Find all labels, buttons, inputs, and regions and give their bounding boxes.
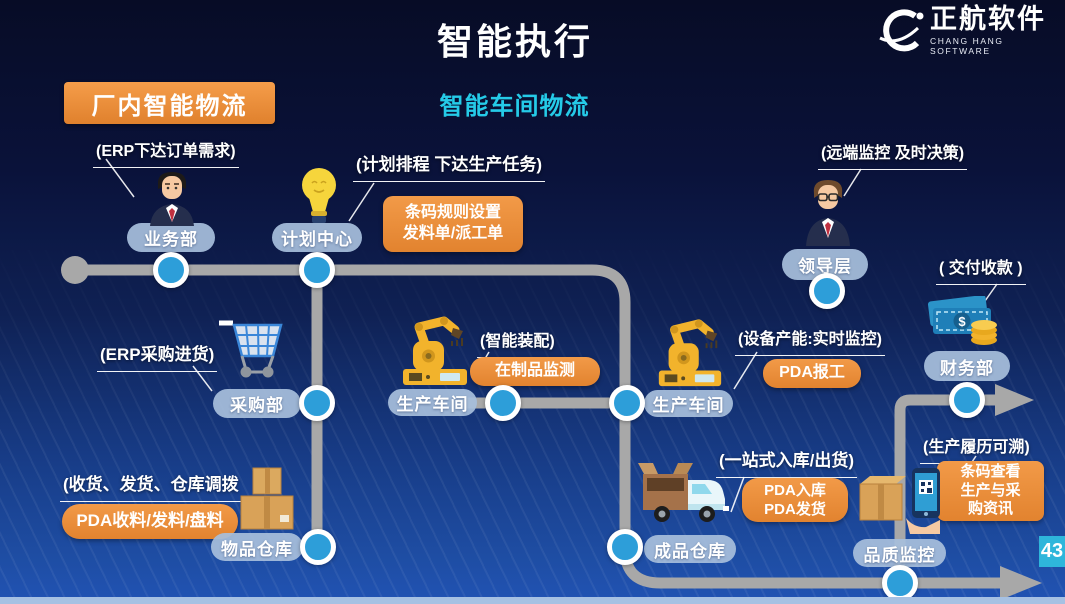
page-number-badge: 43 — [1039, 536, 1065, 567]
leader-icon — [799, 176, 857, 246]
note-smart-assembly: (智能装配) — [477, 327, 558, 358]
node-workshop-2 — [609, 385, 645, 421]
box-barcode-rules: 条码规则设置 发料单/派工单 — [383, 196, 523, 252]
factory-logistics-badge: 厂内智能物流 — [64, 82, 275, 124]
node-finished-warehouse — [607, 529, 643, 565]
boxes-icon — [236, 465, 300, 531]
note-remote-monitor: (远端监控 及时决策) — [818, 139, 968, 170]
box-pda-report: PDA报工 — [763, 359, 861, 388]
page-title: 智能执行 — [436, 21, 593, 62]
node-sales — [153, 252, 189, 288]
robot-arm-icon — [398, 313, 472, 389]
box-wip-monitor: 在制品监测 — [470, 357, 600, 386]
pill-quality-monitor: 品质监控 — [853, 539, 946, 567]
node-workshop-1 — [485, 385, 521, 421]
bottom-strip — [0, 597, 1065, 604]
pill-workshop-2: 生产车间 — [644, 390, 733, 417]
workshop-logistics-subtitle: 智能车间物流 — [439, 93, 590, 120]
box-pda-inout: PDA入库 PDA发货 — [742, 478, 848, 522]
node-material-warehouse — [300, 529, 336, 565]
pill-finance-dept: 财务部 — [924, 351, 1010, 381]
note-delivery-payment: ( 交付收款 ) — [936, 254, 1026, 285]
note-plan-schedule: (计划排程 下达生产任务) — [353, 150, 546, 182]
money-icon: $ — [926, 296, 1002, 348]
node-planning — [299, 252, 335, 288]
node-finance — [949, 382, 985, 418]
pill-finished-warehouse: 成品仓库 — [644, 535, 736, 563]
scan-icon — [856, 466, 952, 536]
logo-name-en: CHANG HANG SOFTWARE — [930, 36, 1004, 56]
path-start-cap — [61, 256, 89, 284]
pill-material-warehouse: 物品仓库 — [211, 533, 303, 561]
robot-arm-icon — [653, 316, 727, 390]
truck-icon — [637, 452, 731, 530]
lightbulb-icon — [299, 166, 339, 224]
arrowhead-mid-right — [995, 384, 1034, 416]
box-barcode-view: 条码查看 生产与采 购资讯 — [937, 461, 1044, 521]
arrowhead-bottom-right — [1000, 566, 1042, 600]
note-equipment-capacity: (设备产能:实时监控) — [735, 325, 885, 356]
note-erp-order: (ERP下达订单需求) — [93, 137, 239, 168]
pill-sales-dept: 业务部 — [127, 223, 215, 252]
changhang-logo-icon — [872, 7, 926, 55]
connector-equipment — [733, 351, 758, 390]
note-erp-purchase: (ERP采购进货) — [97, 340, 218, 372]
cart-icon — [216, 310, 288, 386]
logo-text: 正航软件 CHANG HANG SOFTWARE — [930, 4, 1065, 57]
node-purchasing — [299, 385, 335, 421]
pill-planning-center: 计划中心 — [272, 223, 362, 252]
pill-workshop-1: 生产车间 — [388, 389, 477, 416]
node-quality — [882, 565, 918, 601]
note-warehouse-ops: (收货、发货、仓库调拨 — [60, 470, 242, 502]
logo-name-cn: 正航软件 — [930, 4, 1046, 34]
pill-purchasing-dept: 采购部 — [213, 389, 301, 418]
svg-text:$: $ — [958, 314, 966, 329]
connector-plan — [348, 182, 375, 222]
businessman-icon — [143, 168, 201, 226]
company-logo: 正航软件 CHANG HANG SOFTWARE — [872, 6, 1065, 56]
box-pda-material: PDA收料/发料/盘料 — [62, 504, 238, 539]
note-trace: (生产履历可溯) — [920, 433, 1033, 464]
node-leadership — [809, 273, 845, 309]
note-one-stop: (一站式入库/出货) — [716, 446, 858, 478]
